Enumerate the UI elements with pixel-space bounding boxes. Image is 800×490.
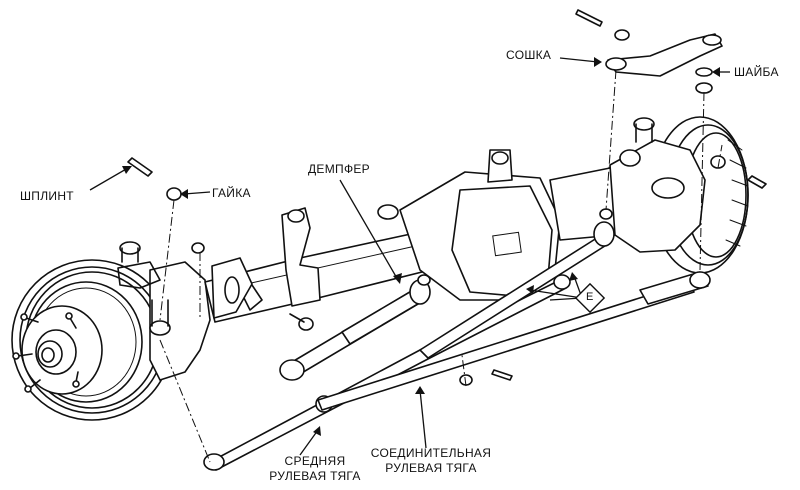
label-washer: ШАЙБА	[734, 65, 779, 79]
tie-rod	[317, 208, 711, 411]
right-steering-knuckle	[609, 117, 726, 253]
washer-part	[695, 67, 713, 77]
label-tie-rod: СОЕДИНИТЕЛЬНАЯ РУЛЕВАЯ ТЯГА	[366, 446, 496, 476]
damper-bracket	[281, 207, 321, 307]
differential-housing	[377, 149, 561, 301]
label-tie-rod-line1: СОЕДИНИТЕЛЬНАЯ	[370, 446, 492, 460]
wheel-studs	[12, 312, 80, 393]
left-nut-2	[191, 242, 205, 254]
label-center-link-line2: РУЛЕВАЯ ТЯГА	[269, 469, 361, 483]
assembly-lines	[159, 69, 723, 463]
label-damper: ДЕМПФЕР	[308, 162, 370, 176]
split-pin-part	[127, 157, 153, 177]
left-steering-knuckle	[117, 241, 211, 381]
washer-nut	[695, 82, 713, 94]
steering-damper	[279, 274, 431, 381]
label-center-link-line1: СРЕДНЯЯ	[284, 454, 346, 468]
damper-bracket-bolt	[287, 209, 305, 223]
label-nut: ГАЙКА	[212, 186, 251, 200]
label-pitman-arm: СОШКА	[506, 48, 552, 62]
left-brake-drum	[11, 259, 173, 421]
nut-part	[166, 187, 182, 201]
right-cotter-pin	[747, 175, 767, 189]
label-arrows	[89, 57, 730, 456]
pitman-nut	[614, 29, 630, 41]
label-split-pin: ШПЛИНТ	[20, 189, 74, 203]
marker-e-box	[574, 282, 606, 314]
lower-cotter-pin	[491, 369, 513, 381]
top-cotter-pin	[575, 9, 603, 27]
label-marker-e: E	[586, 291, 594, 303]
label-tie-rod-line2: РУЛЕВАЯ ТЯГА	[385, 461, 477, 475]
pitman-arm-assembly	[575, 9, 723, 94]
label-center-link: СРЕДНЯЯ РУЛЕВАЯ ТЯГА	[260, 454, 370, 484]
